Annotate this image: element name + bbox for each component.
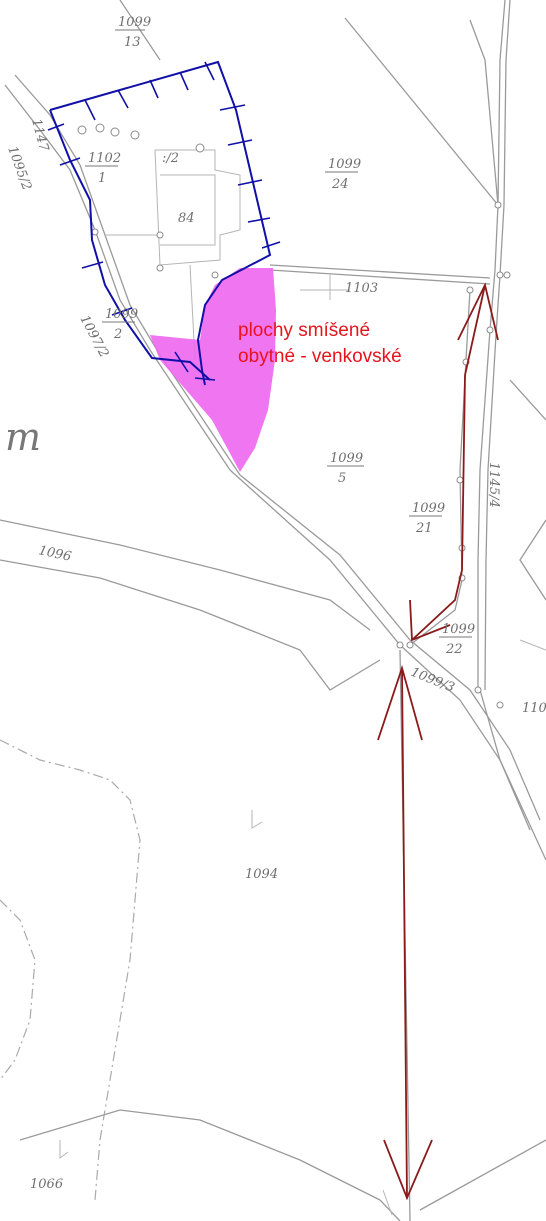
blue-boundary	[47, 60, 281, 386]
survey-points	[77, 123, 511, 709]
parcel-1099-5-num: 1099	[330, 451, 363, 466]
parcel-1095-2: 1095/2	[4, 144, 34, 192]
parcel-1145-4: 1145/4	[486, 462, 501, 508]
arrow-lower-head-bottom	[383, 1139, 433, 1201]
parcel-1099-2-num: 1099	[105, 307, 138, 322]
arrow-lower-head-top	[377, 664, 423, 741]
building-number: 84	[178, 211, 195, 226]
parcel-1103: 1103	[345, 281, 378, 296]
arrow-upper-head-top	[457, 282, 499, 341]
zone-label-line2: obytné - venkovské	[238, 346, 402, 367]
parcel-1099-21-den: 21	[415, 521, 433, 536]
parcel-1099-5-den: 5	[338, 471, 346, 486]
zone-label-line1: plochy smíšené	[238, 320, 370, 341]
parcel-1099-22-num: 1099	[442, 622, 475, 637]
parcel-1099-2-den: 2	[113, 327, 122, 342]
zone-label: plochy smíšené obytné - venkovské	[238, 320, 402, 367]
parcel-1094: 1094	[245, 867, 278, 882]
reference-marks	[59, 810, 393, 1216]
parcel-1096: 1096	[37, 543, 72, 565]
building-part: :/2	[162, 151, 179, 166]
distance-arrows	[377, 282, 499, 1201]
parcel-1099-21-num: 1099	[412, 501, 445, 516]
parcel-1147: 1147	[28, 117, 51, 154]
arrow-upper-shaft	[411, 284, 486, 641]
parcel-1102-1-num: 1102	[88, 151, 121, 166]
parcel-1099-22-den: 22	[445, 642, 463, 657]
parcel-1099-3: 1099/3	[409, 665, 457, 696]
arrow-lower-shaft	[401, 667, 408, 1199]
parcel-1102-1-den: 1	[98, 171, 106, 186]
arrow-upper-head-bottom	[409, 599, 451, 642]
parcel-1099-24-den: 24	[331, 177, 349, 192]
parcel-1066: 1066	[30, 1177, 63, 1192]
letter-m: m	[5, 415, 41, 459]
parcel-1099-13-num: 1099	[118, 15, 151, 30]
parcel-110x: 110	[522, 701, 546, 716]
parcel-1099-24-num: 1099	[328, 157, 361, 172]
mixed-rural-zone-area	[150, 268, 276, 472]
parcel-1099-13-den: 13	[124, 35, 141, 50]
